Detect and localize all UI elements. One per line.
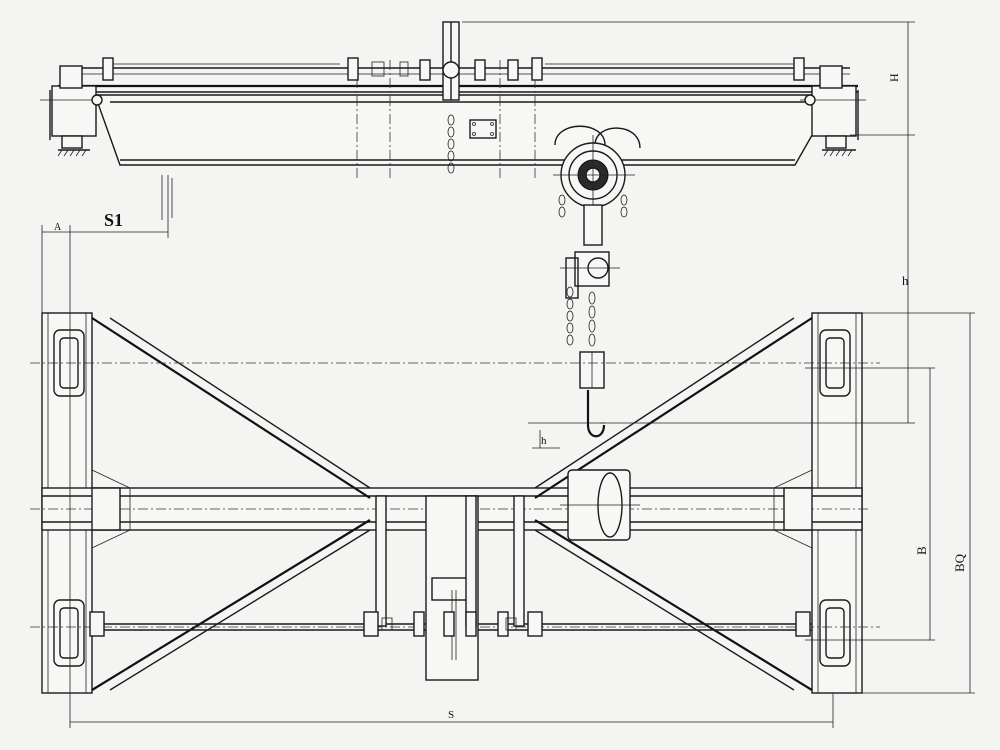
left-end-carriage [40, 65, 103, 157]
label-a: A [54, 222, 62, 233]
trolley-plan [560, 469, 640, 541]
label-h-upper: H [887, 73, 901, 82]
trolley-hoist [553, 125, 641, 438]
label-s1: S1 [104, 210, 123, 230]
label-h1: h [541, 435, 547, 447]
right-end-carriage [800, 65, 866, 157]
truss-braces [91, 317, 813, 691]
label-bq: BQ [952, 553, 967, 572]
label-s: S [448, 709, 454, 721]
load-chain [566, 286, 596, 347]
shaft-couplings-plan [89, 611, 811, 637]
central-gearbox [375, 495, 525, 681]
elevation-view [40, 21, 866, 438]
nameplate [469, 119, 497, 139]
hand-chain [447, 114, 455, 174]
label-h-lower: h [902, 273, 909, 288]
hook [586, 390, 606, 438]
shaft-couplings-top [102, 57, 805, 81]
label-b: B [914, 546, 929, 555]
plan-view [30, 312, 880, 694]
dimensions: H h h S1 A B BQ S [41, 21, 975, 728]
